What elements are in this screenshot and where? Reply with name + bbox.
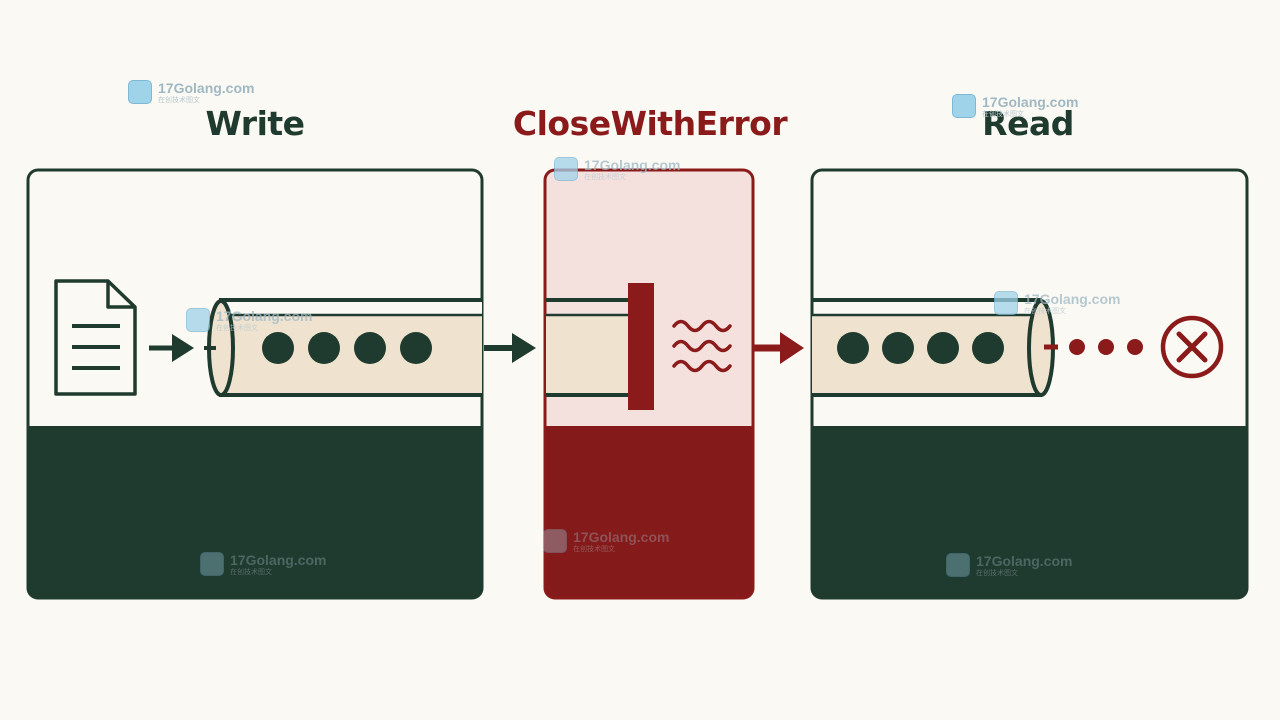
write-pipe — [204, 298, 482, 397]
close-panel-border — [543, 168, 755, 600]
error-trail — [1044, 339, 1143, 355]
close-barrier — [628, 283, 654, 410]
wave-icon — [672, 319, 732, 373]
data-dot — [972, 332, 1004, 364]
data-dot — [262, 332, 294, 364]
data-dot — [308, 332, 340, 364]
close-pipe — [546, 298, 630, 397]
document-icon — [54, 279, 137, 396]
write-panel — [26, 168, 484, 600]
data-dot — [882, 332, 914, 364]
data-dot — [354, 332, 386, 364]
write-title: Write — [205, 104, 305, 143]
arrow-right-icon — [149, 334, 194, 362]
read-title: Read — [982, 104, 1074, 143]
read-pipe — [812, 298, 1055, 397]
write-panel-base — [28, 426, 482, 598]
arrow-right-icon — [752, 332, 804, 364]
data-dot — [837, 332, 869, 364]
read-panel-base — [812, 426, 1247, 598]
close-with-error-title: CloseWithError — [512, 104, 788, 143]
data-dot — [927, 332, 959, 364]
arrow-right-icon — [484, 333, 536, 363]
error-x-icon — [1160, 315, 1224, 379]
data-dot — [400, 332, 432, 364]
close-panel-base — [545, 426, 753, 598]
